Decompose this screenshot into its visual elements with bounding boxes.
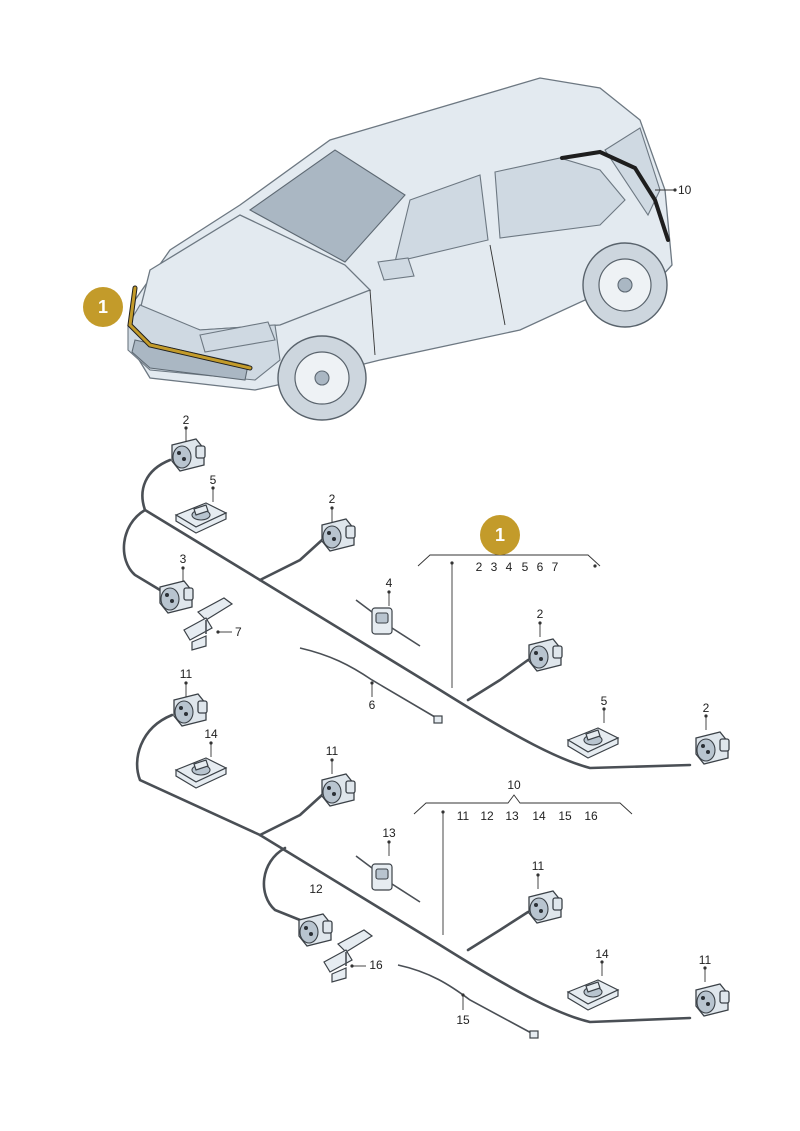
svg-text:3: 3 <box>491 560 498 574</box>
bottom-parts-list: 11 12 13 14 15 16 <box>457 809 598 823</box>
harness-group-bottom: 11 14 11 13 12 16 15 11 14 11 10 11 12 1… <box>135 667 730 1039</box>
connector-icon <box>171 438 206 472</box>
label-top-conn-2: 2 <box>329 492 336 506</box>
label-top-conn-1: 2 <box>183 413 190 427</box>
label-bottom-conn-1: 11 <box>180 667 193 681</box>
badge-car: 1 <box>83 287 123 327</box>
svg-text:1: 1 <box>98 297 108 317</box>
label-bottom-conn-2: 11 <box>326 744 339 758</box>
badge-harness: 1 <box>480 515 520 555</box>
label-bottom-mount-1: 14 <box>204 727 218 741</box>
sensor-mount-icon <box>567 727 619 759</box>
car-illustration: 10 <box>127 77 692 421</box>
label-bottom-header: 10 <box>507 778 521 792</box>
label-part-10: 10 <box>678 183 692 197</box>
label-top-conn-3: 3 <box>180 552 187 566</box>
harness-group-top: 2 5 2 3 4 7 6 2 5 2 2 3 4 5 6 7 <box>122 413 730 770</box>
svg-text:2: 2 <box>476 560 483 574</box>
label-top-clip: 7 <box>235 625 242 639</box>
svg-text:11: 11 <box>457 809 470 823</box>
label-top-tie: 6 <box>369 698 376 712</box>
svg-text:4: 4 <box>506 560 513 574</box>
svg-text:7: 7 <box>552 560 559 574</box>
connector-icon <box>159 580 194 614</box>
connector-icon <box>695 983 730 1017</box>
holder-icon <box>355 599 421 647</box>
label-bottom-mount-2: 14 <box>595 947 609 961</box>
top-parts-list: 2 3 4 5 6 7 <box>476 560 559 574</box>
connector-icon <box>321 773 356 807</box>
holder-icon <box>355 855 421 903</box>
label-bottom-conn-5: 11 <box>699 953 712 967</box>
svg-text:5: 5 <box>522 560 529 574</box>
sensor-mount-icon <box>175 757 227 789</box>
label-bottom-holder: 13 <box>382 826 396 840</box>
svg-text:13: 13 <box>505 809 519 823</box>
label-top-conn-4: 2 <box>537 607 544 621</box>
sensor-mount-icon <box>567 979 619 1011</box>
rear-harness <box>560 149 670 242</box>
label-top-conn-5: 2 <box>703 701 710 715</box>
connector-icon <box>321 518 356 552</box>
cable-tie-icon <box>299 647 441 721</box>
svg-text:1: 1 <box>495 525 505 545</box>
connector-icon <box>528 638 563 672</box>
connector-icon <box>695 731 730 765</box>
label-bottom-conn-3: 12 <box>309 882 323 896</box>
sensor-mount-icon <box>175 502 227 534</box>
label-top-holder: 4 <box>386 576 393 590</box>
label-bottom-conn-4: 11 <box>532 859 545 873</box>
highlighted-front-harness <box>128 286 252 370</box>
svg-text:15: 15 <box>558 809 572 823</box>
connector-icon <box>528 890 563 924</box>
label-top-mount-2: 5 <box>601 694 608 708</box>
connector-icon <box>298 913 333 947</box>
label-top-mount-1: 5 <box>210 473 217 487</box>
label-bottom-clip: 16 <box>369 958 383 972</box>
connector-icon <box>173 693 208 727</box>
cable-tie-icon <box>397 964 536 1036</box>
label-bottom-tie: 15 <box>456 1013 470 1027</box>
svg-text:12: 12 <box>480 809 494 823</box>
svg-text:6: 6 <box>537 560 544 574</box>
svg-text:14: 14 <box>532 809 546 823</box>
svg-text:16: 16 <box>584 809 598 823</box>
